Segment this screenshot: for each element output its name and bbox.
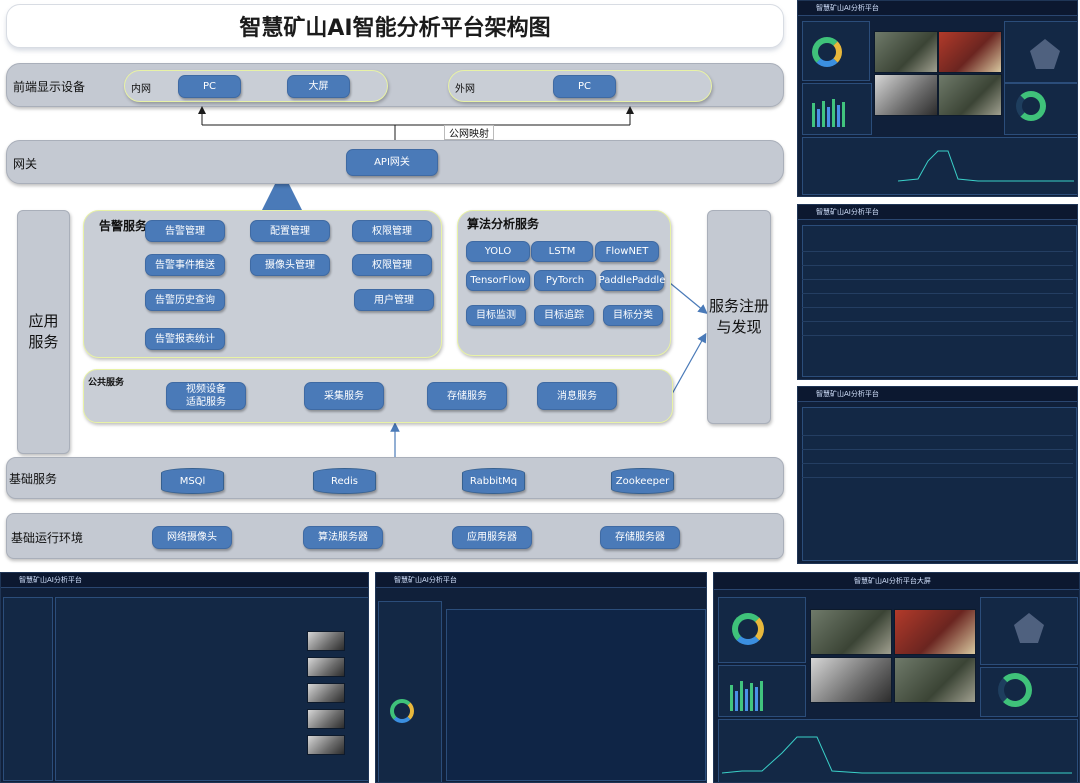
bigscreen-screenshot: 智慧矿山AI分析平台大屏 <box>713 572 1080 783</box>
dashboard-screenshot-1: 智慧矿山AI分析平台 <box>797 0 1078 197</box>
alarm-list-screenshot: 智慧矿山AI分析平台 <box>0 572 369 783</box>
front-display-layer: 前端显示设备 内网 PC 大屏 外网 PC <box>6 63 784 107</box>
alarm-event-push-node: 告警事件推送 <box>145 254 225 276</box>
camera-management-node: 摄像头管理 <box>250 254 330 276</box>
extranet-label: 外网 <box>455 84 475 95</box>
rabbitmq-node: RabbitMq <box>462 468 525 494</box>
flownet-node: FlowNET <box>595 241 659 262</box>
intranet-label: 内网 <box>131 84 151 95</box>
storage-server-node: 存储服务器 <box>600 526 680 549</box>
screen-title: 智慧矿山AI分析平台 <box>816 4 879 12</box>
algo-service-label: 算法分析服务 <box>467 217 540 231</box>
mysql-node: MSQl <box>161 468 224 494</box>
extranet-group: 外网 PC <box>448 70 712 102</box>
screen-title: 智慧矿山AI分析平台 <box>394 576 457 584</box>
tensorflow-node: TensorFlow <box>466 270 530 291</box>
redis-node: Redis <box>313 468 376 494</box>
application-server-node: 应用服务器 <box>452 526 532 549</box>
permission-management-node-1: 权限管理 <box>352 220 432 242</box>
table-screenshot-1: 智慧矿山AI分析平台 <box>797 204 1078 380</box>
pytorch-node: PyTorch <box>534 270 596 291</box>
layout-screenshot: 智慧矿山AI分析平台 <box>375 572 707 783</box>
collection-service-node: 采集服务 <box>304 382 384 410</box>
app-service-layer: 应用 服务 <box>17 210 70 454</box>
object-detection-node: 目标监测 <box>466 305 526 326</box>
arrow-algo-to-registry <box>669 282 708 315</box>
paddlepaddle-node: PaddlePaddle <box>599 270 665 291</box>
page-title: 智慧矿山AI智能分析平台架构图 <box>6 4 784 48</box>
alarm-service-group: 告警服务 告警管理 配置管理 权限管理 告警事件推送 摄像头管理 权限管理 告警… <box>83 210 442 358</box>
gateway-label: 网关 <box>13 157 38 171</box>
public-service-label: 公共服务 <box>88 378 125 388</box>
alarm-history-query-node: 告警历史查询 <box>145 289 225 311</box>
alarm-report-node: 告警报表统计 <box>145 328 225 350</box>
alarm-management-node: 告警管理 <box>145 220 225 242</box>
runtime-layer: 基础运行环境 网络摄像头 算法服务器 应用服务器 存储服务器 <box>6 513 784 559</box>
video-device-adapter-node: 视频设备 适配服务 <box>166 382 246 410</box>
front-display-label: 前端显示设备 <box>13 80 86 94</box>
algo-service-group: 算法分析服务 YOLO LSTM FlowNET TensorFlow PyTo… <box>457 210 671 356</box>
runtime-label: 基础运行环境 <box>11 531 84 545</box>
algorithm-server-node: 算法服务器 <box>303 526 383 549</box>
service-registry-layer: 服务注册 与发现 <box>707 210 771 424</box>
public-mapping-label: 公网映射 <box>444 125 494 140</box>
permission-management-node-2: 权限管理 <box>352 254 432 276</box>
gateway-layer: 网关 API网关 <box>6 140 784 184</box>
object-classification-node: 目标分类 <box>603 305 663 326</box>
network-camera-node: 网络摄像头 <box>152 526 232 549</box>
service-registry-label: 服务注册 与发现 <box>708 297 769 336</box>
zookeeper-node: Zookeeper <box>611 468 674 494</box>
alarm-service-label: 告警服务 <box>99 219 148 233</box>
connector-lines <box>198 106 708 457</box>
message-service-node: 消息服务 <box>537 382 617 410</box>
yolo-node: YOLO <box>466 241 530 262</box>
arrow-public-to-registry <box>671 332 707 395</box>
app-service-label: 应用 服务 <box>28 312 59 351</box>
object-tracking-node: 目标追踪 <box>534 305 594 326</box>
screen-title: 智慧矿山AI分析平台 <box>19 576 82 584</box>
public-service-group: 公共服务 视频设备 适配服务 采集服务 存储服务 消息服务 <box>83 369 673 423</box>
screen-title: 智慧矿山AI分析平台 <box>816 208 879 216</box>
api-gateway-node: API网关 <box>346 149 438 176</box>
table-screenshot-2: 智慧矿山AI分析平台 <box>797 386 1078 564</box>
user-management-node: 用户管理 <box>354 289 434 311</box>
config-management-node: 配置管理 <box>250 220 330 242</box>
intranet-pc-node: PC <box>178 75 241 98</box>
lstm-node: LSTM <box>531 241 593 262</box>
screen-title-bigscreen: 智慧矿山AI分析平台大屏 <box>854 577 931 585</box>
base-service-layer: 基础服务 MSQl Redis RabbitMq Zookeeper <box>6 457 784 499</box>
intranet-bigscreen-node: 大屏 <box>287 75 350 98</box>
storage-service-node: 存储服务 <box>427 382 507 410</box>
intranet-group: 内网 PC 大屏 <box>124 70 388 102</box>
screen-title: 智慧矿山AI分析平台 <box>816 390 879 398</box>
base-service-label: 基础服务 <box>9 472 58 486</box>
extranet-pc-node: PC <box>553 75 616 98</box>
